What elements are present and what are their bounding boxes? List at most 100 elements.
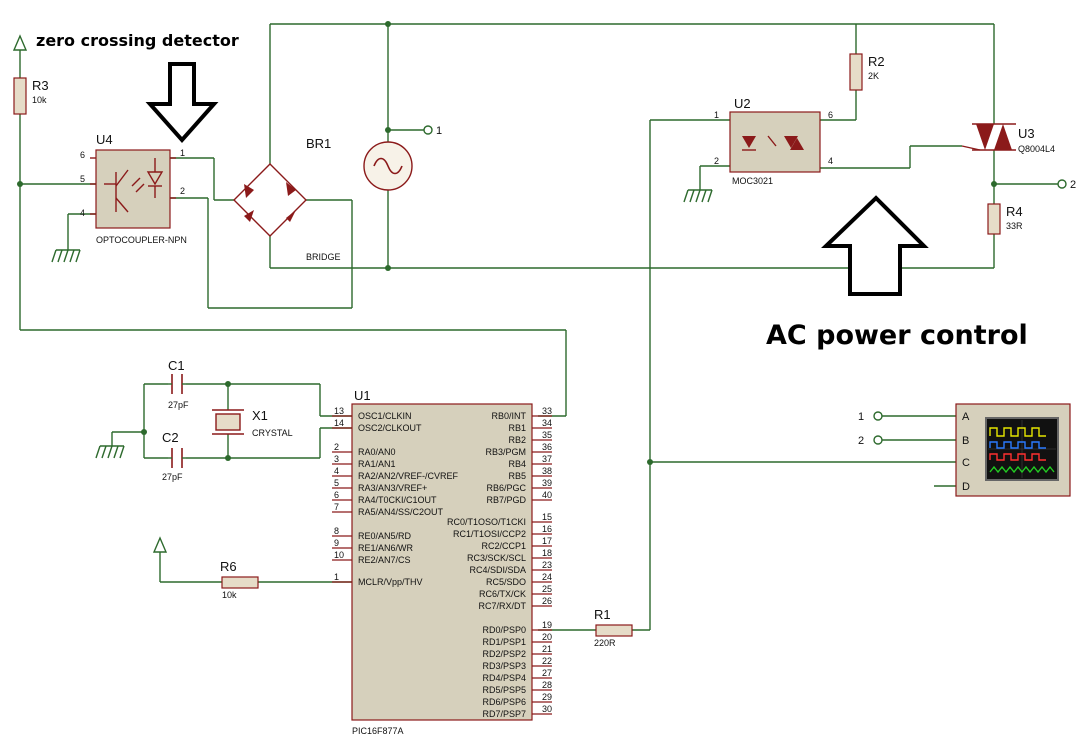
u1-pin-number: 30 — [542, 704, 552, 714]
u1-pin-number: 20 — [542, 632, 552, 642]
u4-pin-2: 2 — [180, 186, 185, 196]
u4-value: OPTOCOUPLER-NPN — [96, 235, 187, 245]
r4-ref: R4 — [1006, 204, 1023, 219]
u1-pin-name: RB0/INT — [491, 411, 526, 421]
u1-pin-name: RE0/AN5/RD — [358, 531, 412, 541]
u2-pin-4: 4 — [828, 156, 833, 166]
u1-pin-number: 24 — [542, 572, 552, 582]
u1-pin-name: RB1 — [508, 423, 526, 433]
r6-ref: R6 — [220, 559, 237, 574]
u4-optocoupler — [90, 149, 176, 229]
u1-pin-name: RD0/PSP0 — [482, 625, 526, 635]
u1-pin-name: RD1/PSP1 — [482, 637, 526, 647]
u1-pin-number: 40 — [542, 490, 552, 500]
u1-pin-number: 22 — [542, 656, 552, 666]
u1-pin-number: 39 — [542, 478, 552, 488]
c1-capacitor — [171, 374, 183, 394]
c2-capacitor — [171, 448, 183, 468]
scope-channel-a: A — [962, 411, 970, 423]
ground-u2 — [683, 189, 713, 203]
u1-pin-name: RB6/PGC — [486, 483, 526, 493]
u1-pin-name: RD4/PSP4 — [482, 673, 526, 683]
u1-pin-number: 28 — [542, 680, 552, 690]
terminal-1-label: 1 — [436, 125, 442, 137]
u1-pin-number: 7 — [334, 502, 339, 512]
c1-value: 27pF — [168, 400, 189, 410]
u1-pin-number: 17 — [542, 536, 552, 546]
ground-u4 — [51, 249, 81, 263]
u1-pin-name: RD5/PSP5 — [482, 685, 526, 695]
u1-pin-number: 37 — [542, 454, 552, 464]
u1-pin-number: 6 — [334, 490, 339, 500]
up-arrow-icon — [821, 195, 929, 296]
ground-crystal — [95, 445, 125, 459]
u1-pin-name: RA3/AN3/VREF+ — [358, 483, 427, 493]
u4-pin-6: 6 — [80, 150, 85, 160]
u1-pin-name: RA0/AN0 — [358, 447, 396, 457]
c2-ref: C2 — [162, 430, 179, 445]
u1-pin-name: RC0/T1OSO/T1CKI — [447, 517, 526, 527]
power-arrow-mclr — [152, 536, 168, 553]
u1-pin-number: 14 — [334, 418, 344, 428]
u1-pin-name: RB2 — [508, 435, 526, 445]
br1-value: BRIDGE — [306, 252, 341, 262]
u1-pin-number: 26 — [542, 596, 552, 606]
u1-pin-number: 3 — [334, 454, 339, 464]
u1-pin-name: OSC2/CLKOUT — [358, 423, 422, 433]
u1-ref: U1 — [354, 388, 371, 403]
u1-pin-name: RC1/T1OSI/CCP2 — [453, 529, 526, 539]
u1-pin-name: RD6/PSP6 — [482, 697, 526, 707]
u3-triac-icon — [961, 123, 1016, 151]
terminal-2-label: 2 — [1070, 179, 1076, 191]
junctions — [17, 21, 997, 465]
r1-value: 220R — [594, 638, 616, 648]
u4-pin-4: 4 — [80, 208, 85, 218]
ac-source-icon — [363, 141, 413, 191]
scope-input-2-icon — [873, 435, 883, 445]
u1-pin-name: RC7/RX/DT — [478, 601, 526, 611]
u1-pin-number: 19 — [542, 620, 552, 630]
u1-pin-name: RA4/T0CKI/C1OUT — [358, 495, 437, 505]
oscilloscope — [955, 403, 1071, 497]
u1-pin-number: 38 — [542, 466, 552, 476]
u1-pin-number: 35 — [542, 430, 552, 440]
down-arrow-icon — [145, 62, 219, 144]
scope-input-2-label: 2 — [858, 435, 864, 447]
u1-pin-number: 36 — [542, 442, 552, 452]
c1-ref: C1 — [168, 358, 185, 373]
r2-resistor — [849, 53, 863, 91]
terminal-1-icon — [423, 125, 433, 135]
u3-ref: U3 — [1018, 126, 1035, 141]
scope-input-1-icon — [873, 411, 883, 421]
u2-pin-6: 6 — [828, 110, 833, 120]
u1-pin-name: OSC1/CLKIN — [358, 411, 412, 421]
x1-ref: X1 — [252, 408, 268, 423]
u1-pin-name: RC4/SDI/SDA — [469, 565, 526, 575]
u1-pin-name: RA5/AN4/SS/C2OUT — [358, 507, 444, 517]
u1-pin-number: 23 — [542, 560, 552, 570]
scope-channel-b: B — [962, 435, 969, 447]
terminal-2-icon — [1057, 179, 1067, 189]
u1-pin-number: 5 — [334, 478, 339, 488]
u1-pin-number: 10 — [334, 550, 344, 560]
u2-pin-2: 2 — [714, 156, 719, 166]
u2-ref: U2 — [734, 96, 751, 111]
u1-pin-number: 2 — [334, 442, 339, 452]
u1-pin-number: 18 — [542, 548, 552, 558]
u4-pin-5: 5 — [80, 174, 85, 184]
power-arrow-r3 — [12, 34, 28, 51]
ac-power-annotation: AC power control — [766, 320, 1028, 351]
u1-pin-number: 13 — [334, 406, 344, 416]
u1-pin-number: 8 — [334, 526, 339, 536]
r2-ref: R2 — [868, 54, 885, 69]
r6-value: 10k — [222, 590, 237, 600]
u1-pin-name: RD3/PSP3 — [482, 661, 526, 671]
u1-pin-name: RA2/AN2/VREF-/CVREF — [358, 471, 459, 481]
br1-bridge — [233, 163, 307, 237]
u1-mcu — [351, 403, 533, 721]
u1-pin-number: 1 — [334, 572, 339, 582]
u1-pin-number: 27 — [542, 668, 552, 678]
u1-pin-name: RD7/PSP7 — [482, 709, 526, 719]
